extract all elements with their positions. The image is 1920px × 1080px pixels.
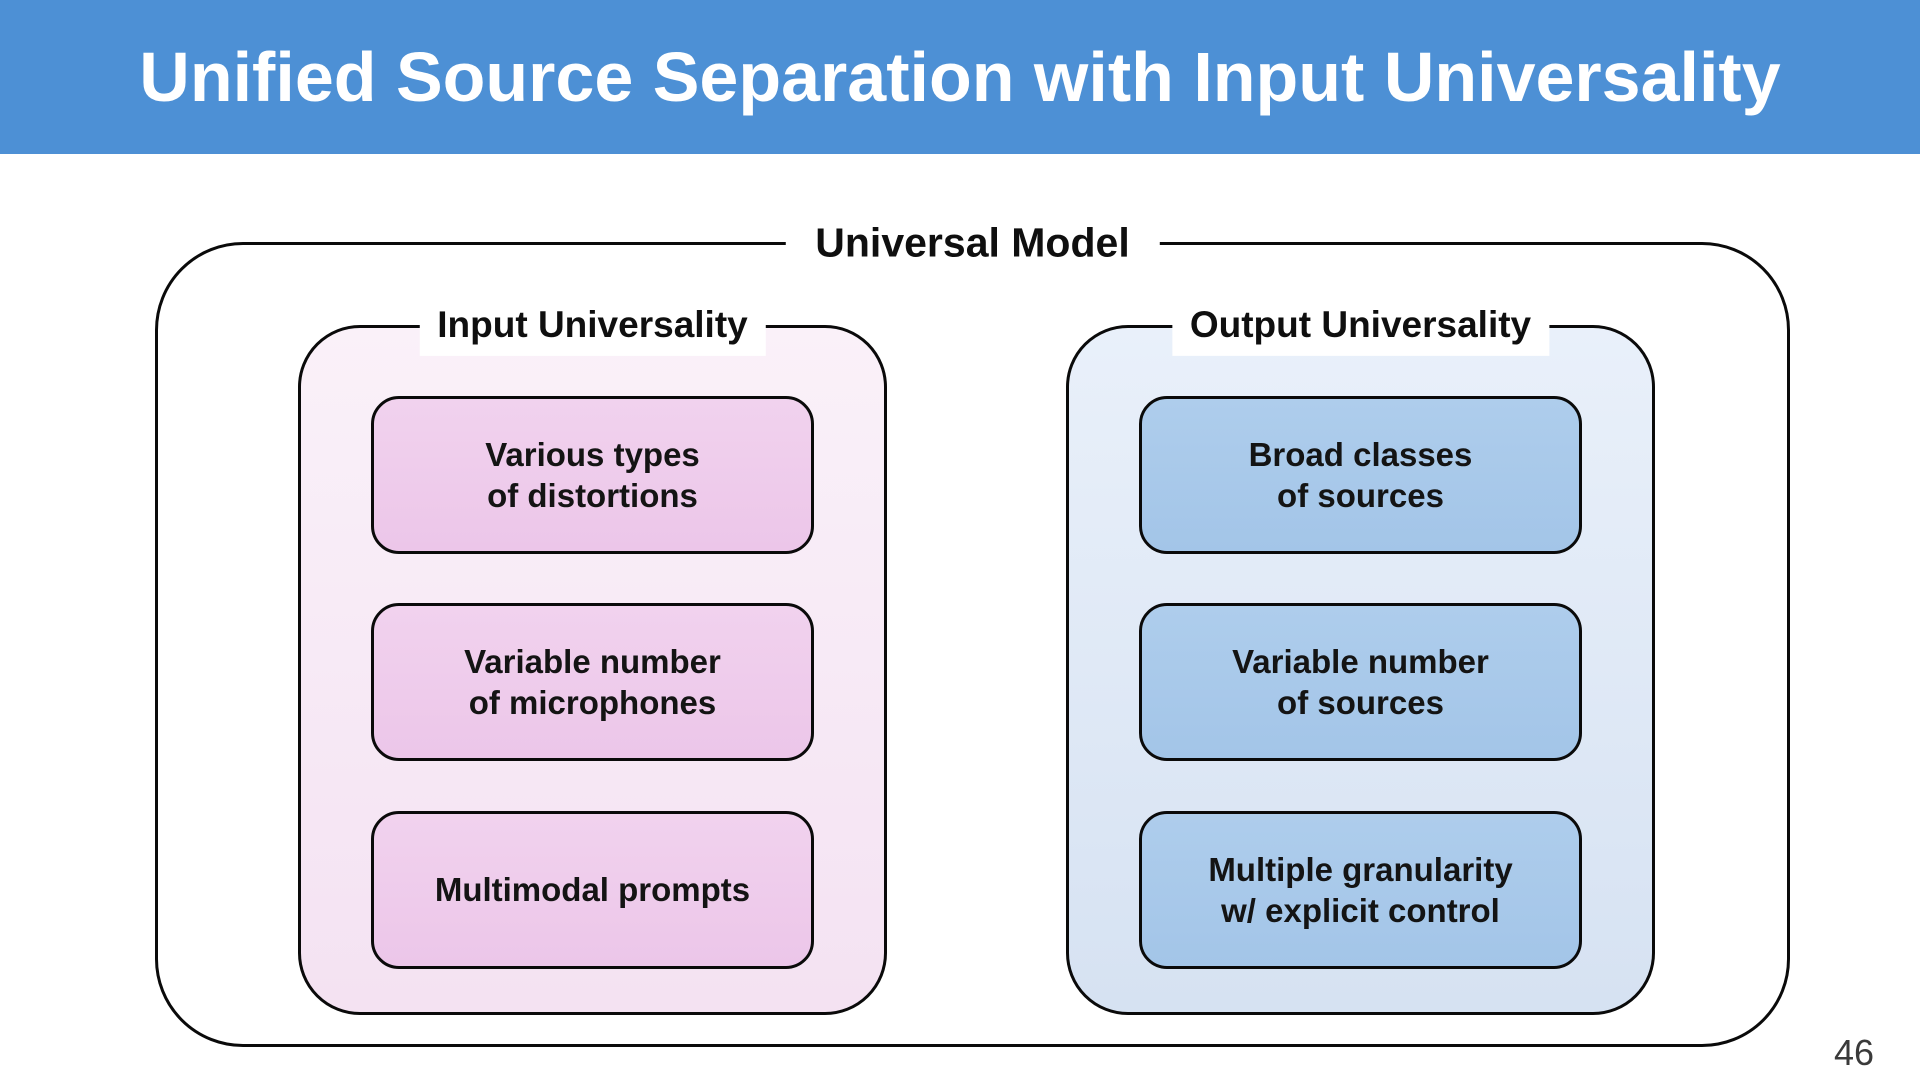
input-item-multimodal-prompts-label: Multimodal prompts: [434, 871, 751, 909]
slide-title: Unified Source Separation with Input Uni…: [139, 38, 1781, 116]
universal-model-label: Universal Model: [785, 215, 1160, 275]
input-item-microphones: Variable number of microphones: [371, 603, 814, 761]
universal-model-box: Universal Model Input Universality Vario…: [155, 215, 1790, 1047]
input-universality-label: Input Universality: [419, 299, 766, 357]
page-number: 46: [1833, 1032, 1874, 1073]
input-item-distortions-label: Various types of distortions: [485, 435, 700, 514]
output-item-broad-classes: Broad classes of sources: [1139, 396, 1582, 554]
output-universality-label: Output Universality: [1171, 299, 1550, 357]
title-banner: Unified Source Separation with Input Uni…: [0, 0, 1920, 154]
output-item-granularity-control-label: Multiple granularity w/ explicit control: [1208, 850, 1513, 929]
output-item-variable-sources: Variable number of sources: [1139, 603, 1582, 761]
input-item-multimodal-prompts: Multimodal prompts: [371, 811, 814, 969]
output-item-variable-sources-label: Variable number of sources: [1232, 642, 1489, 721]
output-item-granularity-control: Multiple granularity w/ explicit control: [1139, 811, 1582, 969]
input-universality-box: Input Universality Various types of dist…: [298, 299, 887, 1015]
output-universality-box: Output Universality Broad classes of sou…: [1066, 299, 1655, 1015]
output-item-broad-classes-label: Broad classes of sources: [1248, 435, 1473, 514]
input-item-distortions: Various types of distortions: [371, 396, 814, 554]
input-item-microphones-label: Variable number of microphones: [464, 642, 721, 721]
